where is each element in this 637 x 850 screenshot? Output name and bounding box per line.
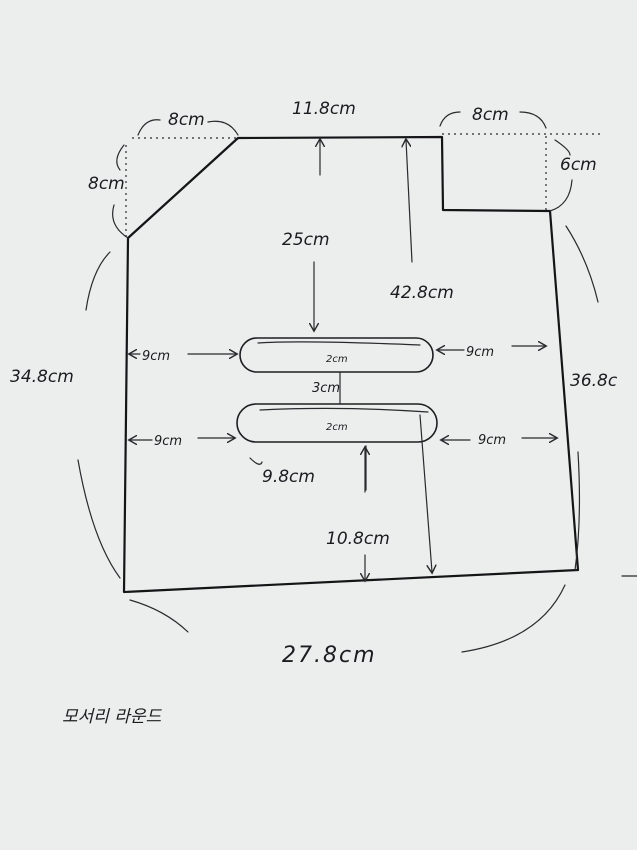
- arc-right-notch-end: [549, 179, 573, 212]
- arc-left-side-bottom: [77, 459, 121, 579]
- label-top-left-width: 8cm: [168, 110, 205, 130]
- slot-lower: [236, 403, 438, 443]
- mat-outline: [122, 135, 580, 594]
- label-note: 모서리 라운드: [62, 707, 163, 727]
- arc-left-corner: [116, 144, 125, 171]
- label-left-corner-height: 8cm: [88, 174, 125, 194]
- label-left-side: 34.8cm: [10, 367, 74, 387]
- slot-upper: [239, 337, 434, 373]
- slot-length-bracket: [249, 445, 367, 491]
- arc-top-left-end: [207, 120, 239, 136]
- label-slot-upper-width: 2cm: [326, 354, 348, 365]
- arc-right-side-top: [565, 225, 599, 303]
- arrow-right-inner-down: [419, 414, 432, 572]
- label-center-top-gap: 25cm: [282, 230, 330, 250]
- slot-upper-inner: [257, 341, 421, 346]
- label-slot-gap: 3cm: [312, 381, 340, 396]
- label-right-margin-upper: 9cm: [466, 345, 494, 360]
- arc-top-right: [439, 111, 461, 127]
- label-right-side: 36.8c: [570, 371, 618, 391]
- label-bottom-gap: 10.8cm: [326, 529, 390, 549]
- arc-left-side-top: [85, 251, 111, 311]
- arc-bottom-right: [461, 584, 566, 653]
- top-right-dotted-guide: [442, 133, 600, 210]
- label-left-margin-upper: 9cm: [142, 349, 170, 364]
- arc-right-notch: [554, 139, 571, 156]
- arc-top-right-end: [519, 111, 547, 129]
- arc-bottom-left: [129, 599, 189, 633]
- label-bottom-width: 27.8cm: [282, 643, 377, 668]
- label-right-margin-lower: 9cm: [478, 433, 506, 448]
- arc-top-left: [137, 119, 161, 136]
- label-top-right-width: 8cm: [472, 105, 509, 125]
- arc-right-side-bottom: [574, 451, 581, 571]
- label-slot-lower-width: 2cm: [326, 422, 348, 433]
- slot-lower-inner: [259, 407, 429, 413]
- arrow-right-inner: [406, 140, 413, 263]
- label-slot-length: 9.8cm: [262, 467, 315, 487]
- label-top-middle-width: 11.8cm: [292, 99, 356, 119]
- label-left-margin-lower: 9cm: [154, 434, 182, 449]
- label-right-inner-height: 42.8cm: [390, 283, 454, 303]
- label-right-notch-height: 6cm: [560, 155, 597, 175]
- arc-left-corner-end: [112, 204, 129, 239]
